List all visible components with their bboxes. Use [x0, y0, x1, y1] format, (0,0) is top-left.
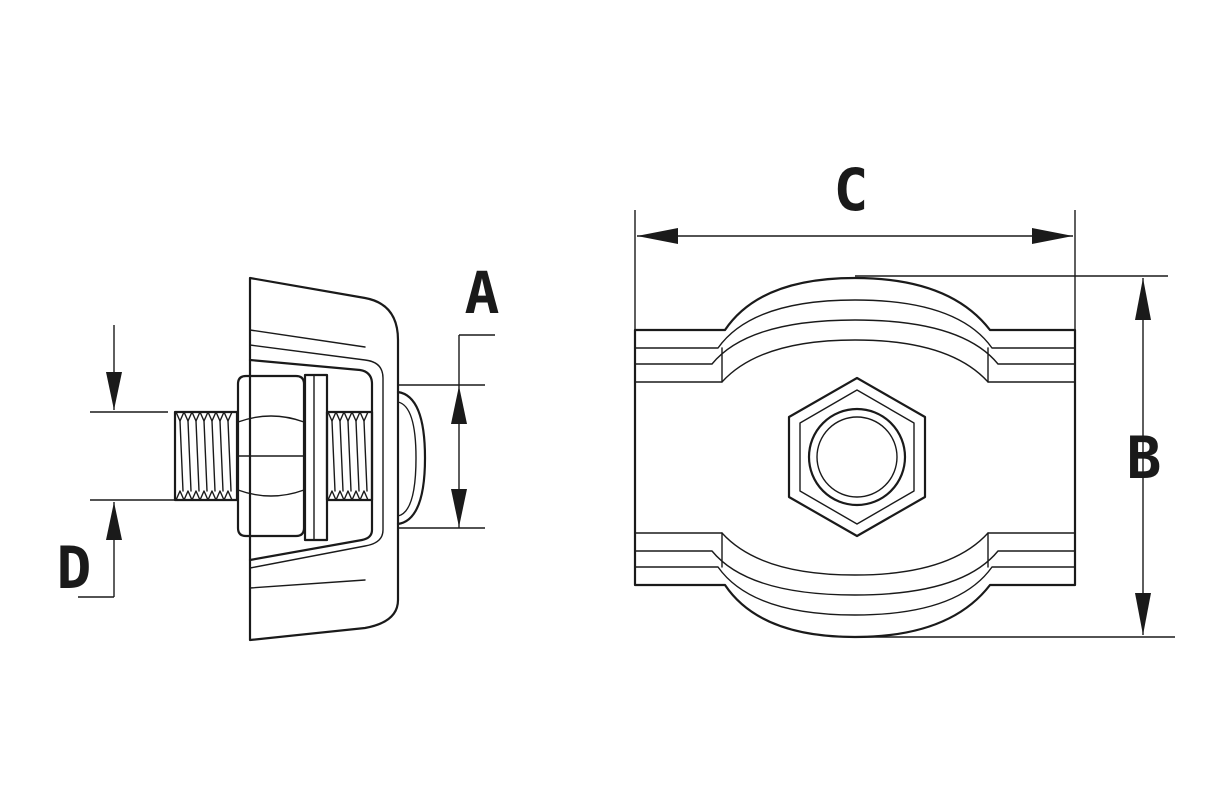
dimension-label-b: B	[1127, 424, 1162, 492]
dimension-label-c: C	[834, 156, 869, 224]
front-view	[633, 276, 1077, 639]
dimension-label-d: D	[57, 534, 92, 602]
dimension-a: A	[398, 259, 500, 529]
bolt-head	[396, 390, 427, 526]
threaded-stud	[173, 410, 374, 502]
clamp-plate	[303, 373, 329, 542]
saddle-side	[248, 276, 400, 642]
dimension-label-a: A	[465, 259, 500, 327]
dimension-c: C	[634, 156, 1076, 330]
dimension-d: D	[57, 325, 185, 602]
side-view	[173, 276, 427, 642]
hex-nut	[236, 374, 306, 538]
dimension-b: B	[855, 275, 1175, 638]
hex-nut-front	[787, 376, 927, 538]
clamp-body	[633, 276, 1077, 639]
